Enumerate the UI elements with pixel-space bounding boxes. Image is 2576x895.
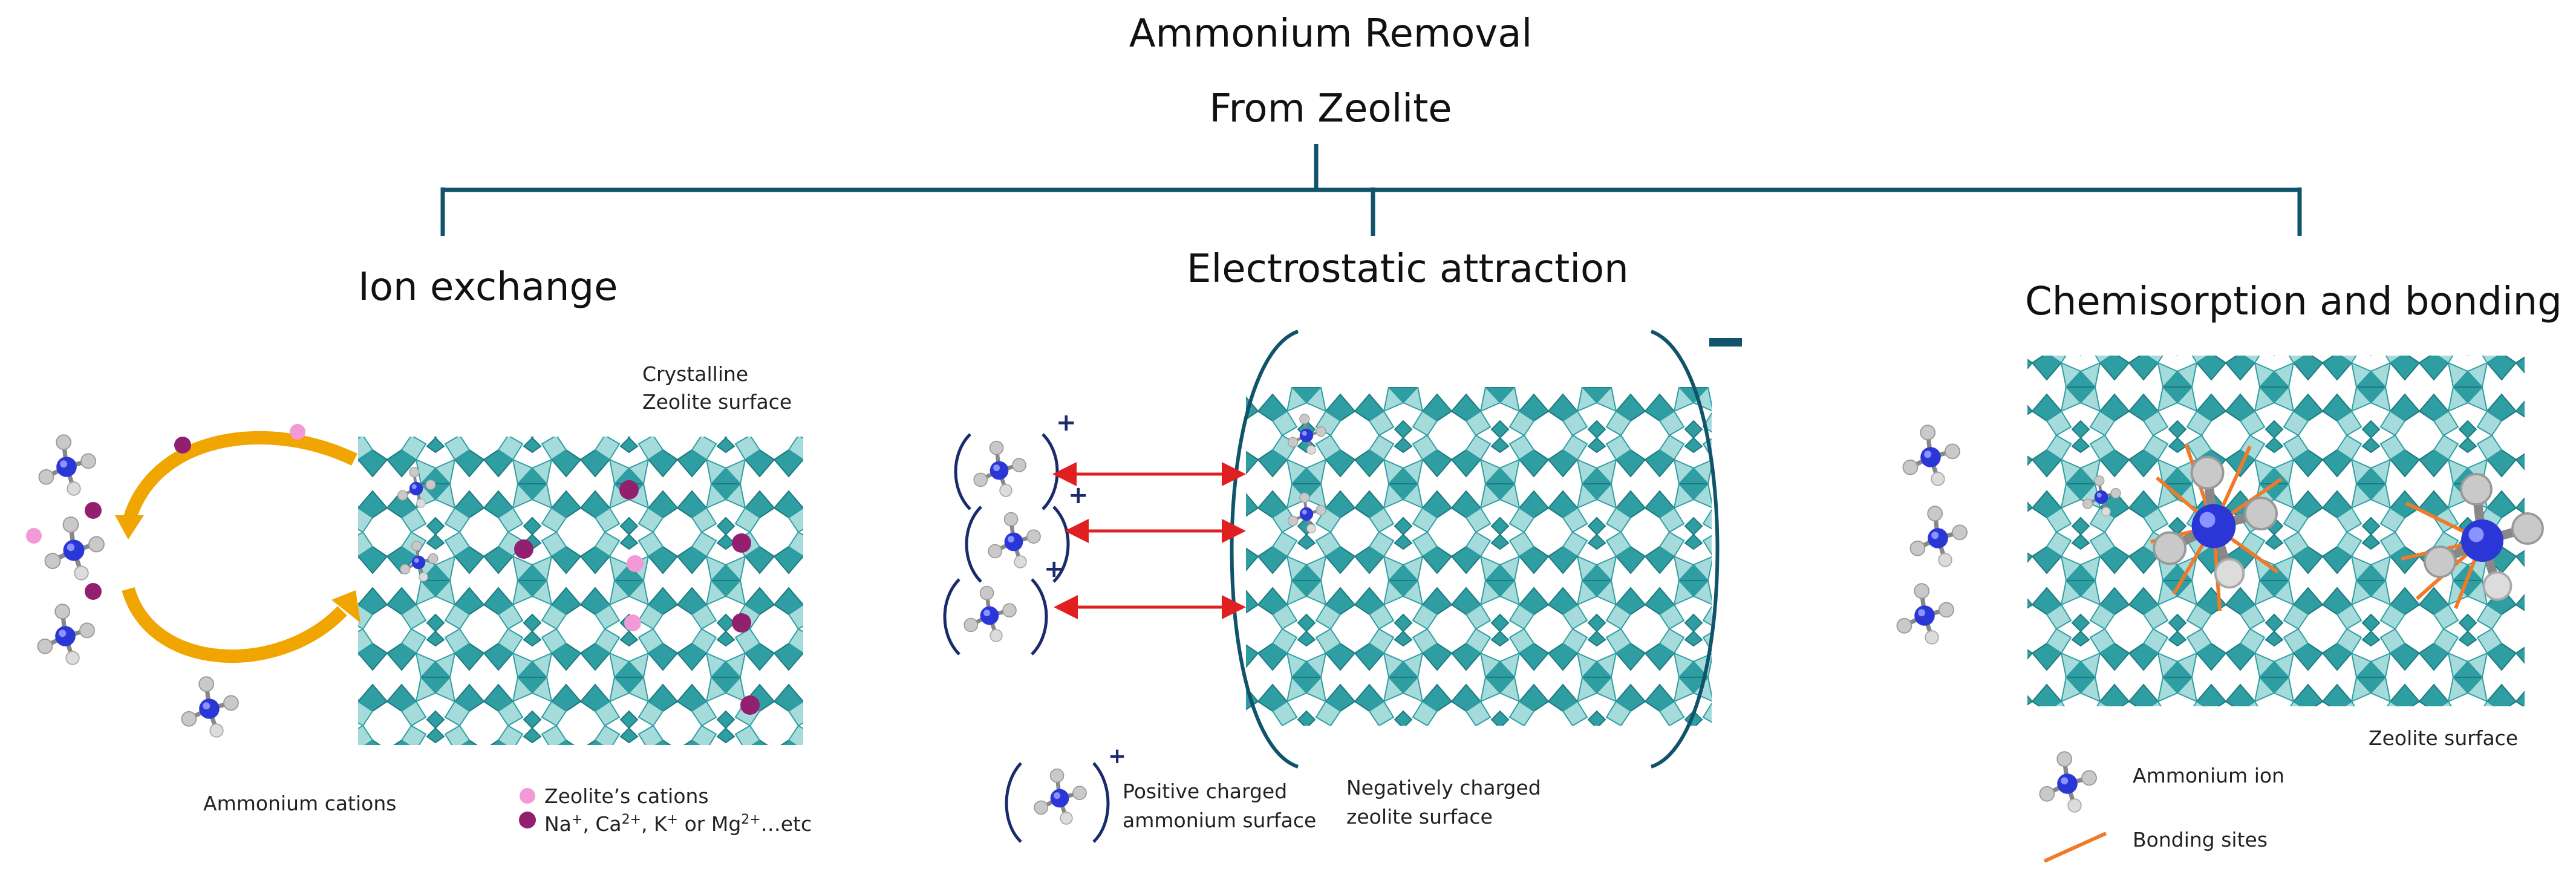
label-zeolite-surface-ion: Zeolite surface — [642, 390, 792, 414]
legend-bonding-sites: Bonding sites — [2133, 828, 2268, 851]
svg-text:+: + — [1108, 744, 1126, 769]
svg-text:+: + — [1056, 409, 1077, 437]
heading-ion-exchange: Ion exchange — [358, 265, 618, 310]
legend-negative-line2: zeolite surface — [1346, 805, 1493, 828]
heading-electrostatic-attraction: Electrostatic attraction — [1187, 247, 1629, 291]
legend-positive-line2: ammonium surface — [1123, 809, 1317, 832]
diagram-title-line1: Ammonium Removal — [1129, 11, 1533, 56]
legend-positive-icon — [1005, 762, 1110, 843]
attraction-arrows — [1052, 462, 1246, 619]
zeolite-cations — [26, 424, 760, 828]
legend-negative-line1: Negatively charged — [1346, 776, 1541, 799]
negative-bracket — [1230, 330, 1720, 769]
zeolite-surface-chemisorption — [2027, 356, 2525, 706]
label-crystalline: Crystalline — [642, 362, 749, 386]
zeolite-surface-ion-exchange — [358, 437, 803, 745]
exchange-arrows — [115, 431, 360, 663]
label-zeolite-cations: Zeolite’s cations — [544, 784, 709, 808]
tree-connector — [440, 144, 2302, 236]
label-zeolite-surface-chem: Zeolite surface — [2369, 726, 2519, 750]
label-cations-list: Na+, Ca2+, K+ or Mg2+…etc — [544, 812, 812, 836]
label-ammonium-cations: Ammonium cations — [203, 792, 397, 815]
zeolite-surface-electrostatic — [1246, 387, 1712, 726]
diagram-title-line2: From Zeolite — [1209, 86, 1452, 131]
legend-bond-line — [2043, 832, 2107, 863]
legend-positive-line1: Positive charged — [1123, 779, 1288, 803]
legend-ammonium-ion: Ammonium ion — [2133, 764, 2284, 787]
svg-text:+: + — [1044, 555, 1065, 583]
svg-text:+: + — [1068, 481, 1089, 509]
heading-chemisorption-bonding: Chemisorption and bonding — [2025, 279, 2562, 324]
